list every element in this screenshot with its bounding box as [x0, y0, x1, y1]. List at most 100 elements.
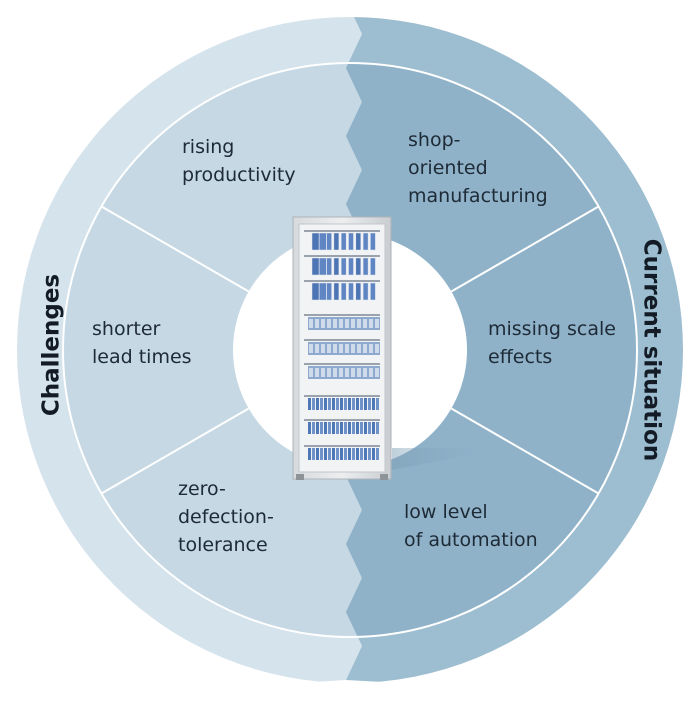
terminal-block [316, 448, 319, 460]
din-rail [304, 339, 380, 341]
duct-slot [363, 368, 367, 377]
io-module [311, 232, 320, 251]
terminal-block [336, 422, 339, 434]
terminal-block [372, 422, 375, 434]
terminal-block [332, 422, 335, 434]
terminal-block [336, 398, 339, 410]
duct-slot [339, 368, 343, 377]
terminal-block [360, 422, 363, 434]
io-module [326, 257, 332, 276]
duct-slot [357, 368, 361, 377]
terminal-block [352, 448, 355, 460]
terminal-block [340, 398, 343, 410]
terminal-block [368, 448, 371, 460]
segment-divider [450, 407, 600, 495]
cabinet-shadow [392, 448, 480, 470]
cabinet-foot [296, 474, 304, 480]
terminal-block [376, 398, 379, 410]
rising-productivity-label-line: productivity [182, 164, 296, 186]
terminal-block [348, 422, 351, 434]
io-module [362, 257, 369, 276]
terminal-block [356, 422, 359, 434]
duct-slot [375, 344, 379, 353]
terminal-block [360, 448, 363, 460]
duct-slot [369, 368, 373, 377]
zero-defection-tolerance-label: zero-defection-tolerance [178, 478, 274, 556]
duct-slot [333, 344, 337, 353]
terminal-block [360, 398, 363, 410]
terminal-block [368, 398, 371, 410]
duct-slot [321, 344, 325, 353]
io-module [370, 257, 376, 276]
terminal-block [320, 422, 323, 434]
duct-slot [327, 368, 331, 377]
wiring-duct [308, 366, 380, 379]
terminal-block [356, 448, 359, 460]
duct-slot [327, 344, 331, 353]
din-rail [304, 280, 380, 282]
duct-slot [339, 319, 343, 328]
din-rail [304, 419, 380, 421]
io-module [355, 282, 362, 301]
terminal-block [328, 422, 331, 434]
io-module [348, 232, 354, 251]
duct-slot [351, 368, 355, 377]
din-rail [304, 230, 380, 232]
io-module [311, 257, 320, 276]
terminal-block [340, 448, 343, 460]
duct-slot [339, 344, 343, 353]
terminal-block [308, 398, 311, 410]
duct-slot [363, 344, 367, 353]
duct-slot [321, 368, 325, 377]
din-rail [304, 445, 380, 447]
terminal-block [320, 398, 323, 410]
segment-divider [100, 205, 250, 293]
terminal-block [344, 422, 347, 434]
io-module [333, 282, 340, 301]
duct-slot [375, 368, 379, 377]
inner-ring-outline [62, 62, 638, 638]
shorter-lead-times-label: shorter lead times [92, 318, 192, 368]
duct-slot [357, 319, 361, 328]
io-module [333, 257, 340, 276]
duct-slot [309, 319, 313, 328]
din-rail [304, 314, 380, 316]
wiring-duct [308, 317, 380, 330]
terminal-block [344, 398, 347, 410]
io-module [355, 232, 362, 251]
duct-slot [309, 344, 313, 353]
duct-slot [351, 319, 355, 328]
shorter-lead-times-label-line: lead times [92, 346, 192, 368]
duct-slot [321, 319, 325, 328]
io-module [348, 257, 354, 276]
terminal-block [308, 422, 311, 434]
zero-defection-tolerance-label-line: defection- [178, 506, 274, 528]
terminal-block [348, 448, 351, 460]
io-module [348, 282, 354, 301]
io-module [370, 232, 376, 251]
shorter-lead-times-label-line: shorter [92, 318, 161, 340]
terminal-block [376, 422, 379, 434]
wiring-duct [308, 342, 380, 355]
duct-slot [345, 368, 349, 377]
io-module [319, 232, 327, 251]
io-module [370, 282, 376, 301]
terminal-block [372, 398, 375, 410]
terminal-block [352, 398, 355, 410]
terminal-block [364, 448, 367, 460]
shop-oriented-manufacturing-label-line: shop- [408, 129, 460, 151]
cabinet-foot [380, 474, 388, 480]
terminal-block [320, 448, 323, 460]
duct-slot [327, 319, 331, 328]
io-module [311, 282, 320, 301]
terminal-block [344, 448, 347, 460]
io-module [362, 282, 369, 301]
terminal-block [364, 398, 367, 410]
